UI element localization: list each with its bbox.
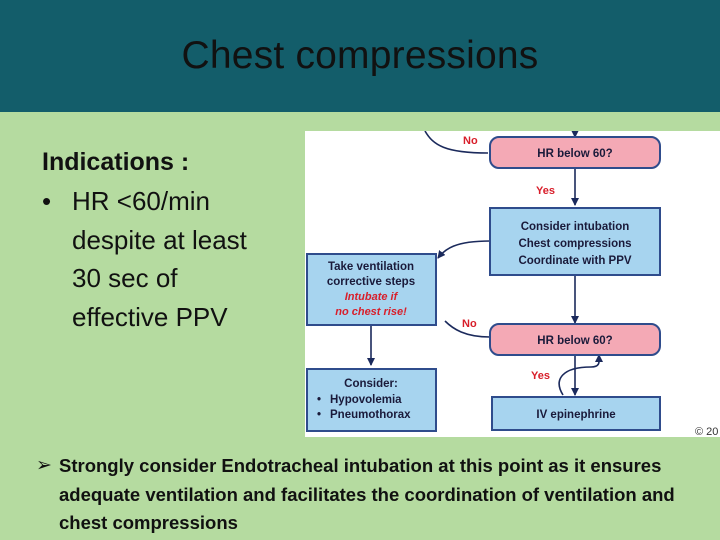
label-no-mid: No: [462, 318, 477, 330]
label-no-top: No: [463, 135, 478, 147]
intubation-line-3: Coordinate with PPV: [518, 255, 631, 267]
ventilation-line-1: Take ventilation: [328, 261, 414, 273]
note-text: Strongly consider Endotracheal intubatio…: [59, 455, 675, 533]
bullet-dot-icon: •: [42, 186, 52, 216]
consider-item-bullet-1: •: [317, 394, 321, 406]
ventilation-line-2: corrective steps: [327, 276, 415, 288]
label-yes-top: Yes: [536, 185, 555, 197]
hr-box-2: [489, 323, 661, 356]
arrow-no-mid: [444, 320, 491, 338]
indications-block: Indications : • HR <60/min despite at le…: [42, 146, 302, 336]
arrow-no-top-loop: [424, 131, 489, 154]
copyright-text: © 20: [695, 426, 718, 437]
intubation-box: [489, 207, 661, 276]
ventilation-note-2: no chest rise!: [335, 306, 407, 318]
resuscitation-flowchart: HR below 60? Consider intubation Chest c…: [305, 131, 720, 437]
hr-box-1-text: HR below 60?: [537, 148, 612, 160]
consider-box: [306, 368, 437, 432]
indication-text: HR <60/min despite at least 30 sec of ef…: [72, 186, 247, 332]
title-bar: [0, 0, 720, 112]
epinephrine-box: [491, 396, 661, 431]
hr-box-1: [489, 136, 661, 169]
arrow-bullet-icon: ➢: [36, 455, 52, 476]
intubation-line-1: Consider intubation: [521, 221, 630, 233]
slide-title: Chest compressions: [181, 34, 539, 77]
consider-item-2: Pneumothorax: [330, 409, 411, 421]
ventilation-box: [306, 253, 437, 326]
flowchart-svg: HR below 60? Consider intubation Chest c…: [306, 131, 718, 437]
consider-item-1: Hypovolemia: [330, 394, 402, 406]
indication-bullet: • HR <60/min despite at least 30 sec of …: [42, 182, 302, 336]
consider-item-bullet-2: •: [317, 409, 321, 421]
intubation-line-2: Chest compressions: [518, 238, 631, 250]
hr-box-2-text: HR below 60?: [537, 335, 612, 347]
indications-heading: Indications :: [42, 148, 190, 176]
ventilation-note-1: Intubate if: [345, 291, 399, 303]
label-yes-bottom: Yes: [531, 370, 550, 382]
arrow-back-to-ventilation: [437, 240, 491, 259]
consider-heading: Consider:: [344, 378, 398, 390]
arrow-epi-loop: [558, 354, 604, 396]
intubation-note: ➢ Strongly consider Endotracheal intubat…: [36, 452, 676, 538]
epinephrine-text: IV epinephrine: [536, 409, 615, 421]
